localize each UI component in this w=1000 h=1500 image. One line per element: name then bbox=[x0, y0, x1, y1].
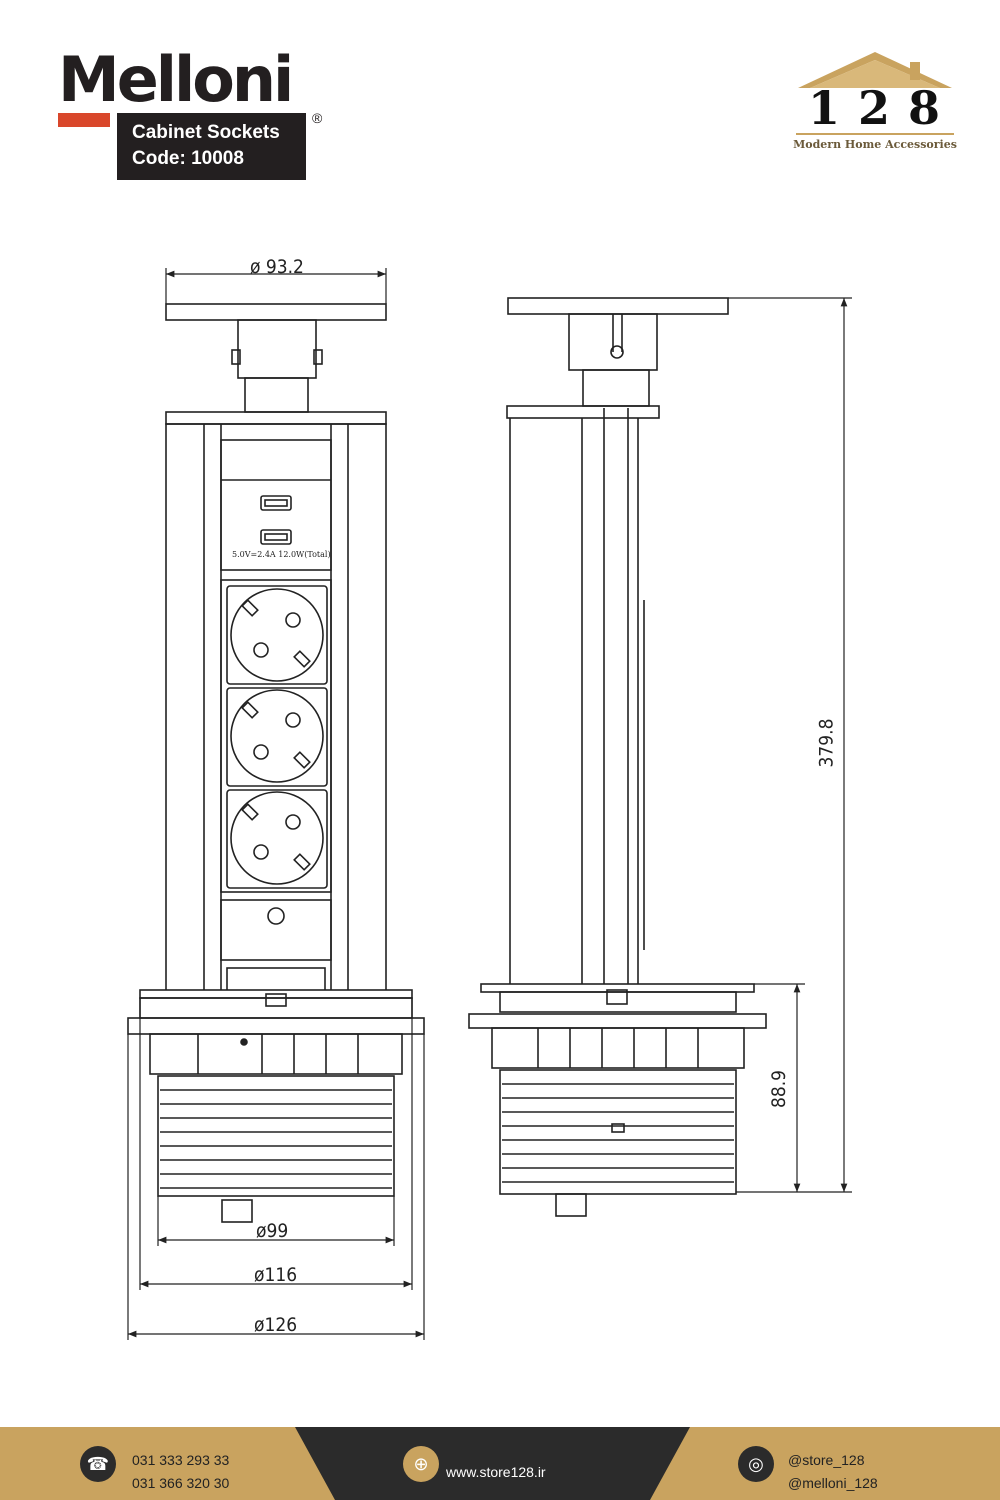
phone-number-2[interactable]: 031 366 320 30 bbox=[132, 1475, 230, 1491]
phone-number-1[interactable]: 031 333 293 33 bbox=[132, 1452, 230, 1468]
brand-name: Melloni bbox=[58, 43, 294, 116]
store-number: 128 bbox=[808, 81, 959, 135]
phone-icon: ☎ bbox=[80, 1446, 116, 1482]
globe-icon: ⊕ bbox=[403, 1446, 439, 1482]
side-view bbox=[468, 297, 767, 1217]
product-line: Cabinet Sockets bbox=[132, 122, 280, 143]
socket-2 bbox=[226, 687, 328, 787]
instagram-handle-1[interactable]: @store_128 bbox=[788, 1452, 865, 1468]
socket-3 bbox=[226, 789, 328, 889]
technical-drawing bbox=[127, 268, 852, 1340]
dim-base-height: 88.9 bbox=[768, 1069, 791, 1109]
instagram-icon: ◎ bbox=[738, 1446, 774, 1482]
dim-outer-diameter: ø126 bbox=[254, 1314, 298, 1336]
house-roof-icon bbox=[796, 52, 954, 135]
brand-accent-bar bbox=[58, 113, 110, 127]
front-view bbox=[127, 303, 425, 1223]
usb-spec-label: 5.0V=2.4A 12.0W(Total) bbox=[232, 550, 331, 559]
product-code: Code: 10008 bbox=[132, 148, 244, 169]
dim-flange-diameter: ø116 bbox=[254, 1264, 298, 1286]
product-info-box: Cabinet Sockets Code: 10008 bbox=[117, 113, 306, 180]
registered-mark: ® bbox=[312, 110, 323, 126]
contact-footer: ☎ 031 333 293 33 031 366 320 30 ⊕ www.st… bbox=[0, 1427, 1000, 1500]
store-tagline: Modern Home Accessories bbox=[793, 138, 957, 151]
instagram-handle-2[interactable]: @melloni_128 bbox=[788, 1475, 878, 1491]
dim-total-height: 379.8 bbox=[815, 718, 838, 768]
dim-top-diameter: ø 93.2 bbox=[250, 256, 304, 278]
dimension-lines bbox=[127, 268, 852, 1340]
store-logo: 128 Modern Home Accessories bbox=[790, 48, 960, 158]
website-link[interactable]: www.store128.ir bbox=[446, 1464, 546, 1480]
dim-inner-diameter: ø99 bbox=[256, 1220, 289, 1242]
socket-1 bbox=[226, 585, 328, 685]
